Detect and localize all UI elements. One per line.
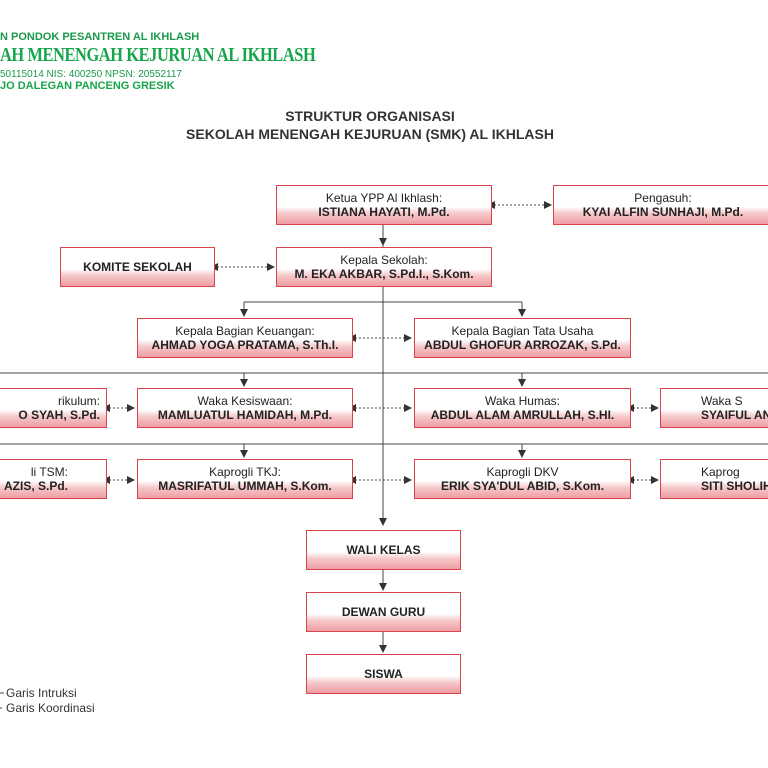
- legend-koordinasi-label: Garis Koordinasi: [6, 701, 95, 715]
- box-waka-sarpras: Waka S SYAIFUL AN: [660, 388, 768, 428]
- legend-instruksi: Garis Intruksi: [0, 686, 77, 700]
- person-name: AHMAD YOGA PRATAMA, S.Th.I.: [151, 338, 339, 352]
- role-label: Kepala Sekolah:: [340, 253, 428, 267]
- box-label: DEWAN GURU: [341, 605, 426, 619]
- person-name: ABDUL ALAM AMRULLAH, S.HI.: [430, 408, 615, 422]
- header-line-1: N PONDOK PESANTREN AL IKHLASH: [0, 31, 200, 43]
- role-label: Kaprogli DKV: [486, 465, 559, 479]
- role-label: li TSM:: [30, 465, 68, 479]
- header-address: JO DALEGAN PANCENG GRESIK: [0, 80, 175, 92]
- box-label: KOMITE SEKOLAH: [83, 260, 192, 274]
- header-ids: 50115014 NIS: 400250 NPSN: 20552117: [0, 69, 182, 80]
- person-name: MAMLUATUL HAMIDAH, M.Pd.: [157, 408, 333, 422]
- header-school-name: AH MENENGAH KEJURUAN AL IKHLASH: [0, 44, 316, 66]
- box-waka-humas: Waka Humas: ABDUL ALAM AMRULLAH, S.HI.: [414, 388, 631, 428]
- role-label: Waka Humas:: [485, 394, 560, 408]
- box-waka-kurikulum: rikulum: O SYAH, S.Pd.: [0, 388, 107, 428]
- person-name: M. EKA AKBAR, S.Pd.I., S.Kom.: [294, 267, 474, 281]
- box-kaprogli-tkj: Kaprogli TKJ: MASRIFATUL UMMAH, S.Kom.: [137, 459, 353, 499]
- person-name: KYAI ALFIN SUNHAJI, M.Pd.: [582, 205, 744, 219]
- person-name: AZIS, S.Pd.: [3, 479, 68, 493]
- box-komite-sekolah: KOMITE SEKOLAH: [60, 247, 215, 287]
- box-pengasuh: Pengasuh: KYAI ALFIN SUNHAJI, M.Pd.: [553, 185, 768, 225]
- legend-koordinasi: Garis Koordinasi: [0, 701, 95, 715]
- box-kaprogli-dkv: Kaprogli DKV ERIK SYA'DUL ABID, S.Kom.: [414, 459, 631, 499]
- role-label: rikulum:: [57, 394, 100, 408]
- person-name: SYAIFUL AN: [701, 408, 768, 422]
- role-label: Kaprog: [701, 465, 740, 479]
- box-wali-kelas: WALI KELAS: [306, 530, 461, 570]
- box-kabag-keuangan: Kepala Bagian Keuangan: AHMAD YOGA PRATA…: [137, 318, 353, 358]
- box-dewan-guru: DEWAN GURU: [306, 592, 461, 632]
- box-label: WALI KELAS: [346, 543, 421, 557]
- role-label: Kaprogli TKJ:: [209, 465, 281, 479]
- box-ketua-ypp: Ketua YPP Al Ikhlash: ISTIANA HAYATI, M.…: [276, 185, 492, 225]
- person-name: ISTIANA HAYATI, M.Pd.: [318, 205, 450, 219]
- role-label: Pengasuh:: [634, 191, 692, 205]
- role-label: Waka Kesiswaan:: [197, 394, 293, 408]
- person-name: O SYAH, S.Pd.: [18, 408, 100, 422]
- legend-instruksi-label: Garis Intruksi: [6, 686, 77, 700]
- box-kaprogli-tsm: li TSM: AZIS, S.Pd.: [0, 459, 107, 499]
- role-label: Kepala Bagian Keuangan:: [175, 324, 315, 338]
- person-name: MASRIFATUL UMMAH, S.Kom.: [158, 479, 332, 493]
- box-waka-kesiswaan: Waka Kesiswaan: MAMLUATUL HAMIDAH, M.Pd.: [137, 388, 353, 428]
- box-siswa: SISWA: [306, 654, 461, 694]
- box-kaprogli-4: Kaprog SITI SHOLIH: [660, 459, 768, 499]
- box-kepala-sekolah: Kepala Sekolah: M. EKA AKBAR, S.Pd.I., S…: [276, 247, 492, 287]
- person-name: ABDUL GHOFUR ARROZAK, S.Pd.: [424, 338, 621, 352]
- person-name: ERIK SYA'DUL ABID, S.Kom.: [440, 479, 605, 493]
- box-label: SISWA: [364, 667, 403, 681]
- role-label: Ketua YPP Al Ikhlash:: [325, 191, 443, 205]
- person-name: SITI SHOLIH: [701, 479, 768, 493]
- chart-title: STRUKTUR ORGANISASI: [285, 108, 455, 124]
- box-kabag-tata-usaha: Kepala Bagian Tata Usaha ABDUL GHOFUR AR…: [414, 318, 631, 358]
- role-label: Waka S: [701, 394, 743, 408]
- role-label: Kepala Bagian Tata Usaha: [451, 324, 594, 338]
- chart-subtitle: SEKOLAH MENENGAH KEJURUAN (SMK) AL IKHLA…: [186, 126, 554, 142]
